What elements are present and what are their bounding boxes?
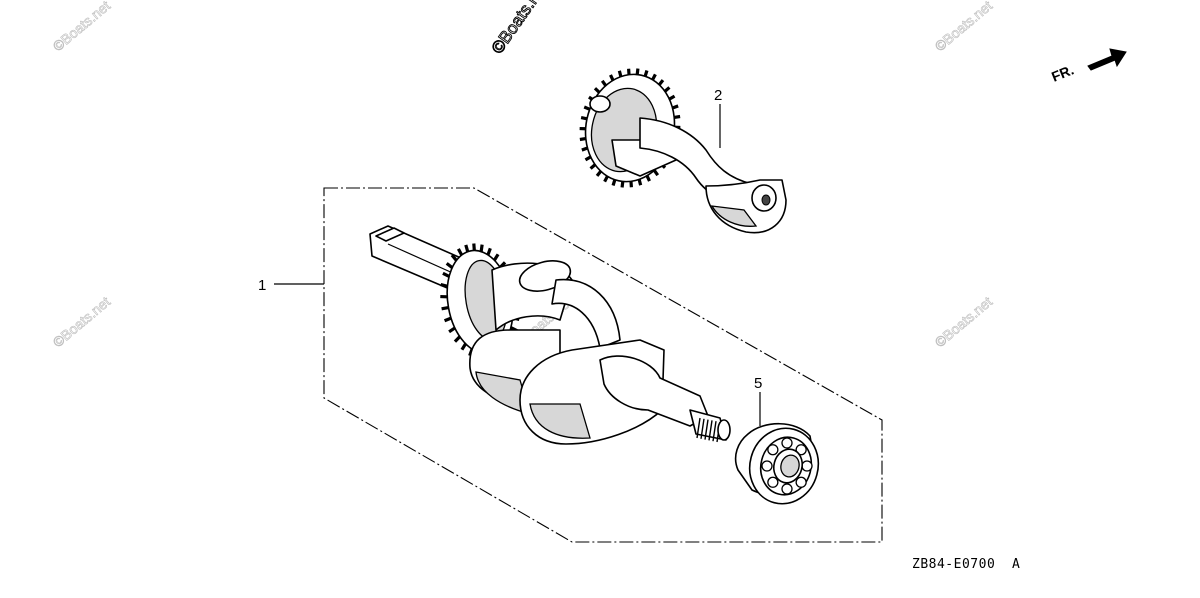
diagram-revision: A (1012, 557, 1020, 572)
gear-tooth (442, 271, 450, 278)
watermark-top-right: ©Boats.net (932, 0, 996, 54)
watermark-mid-left: ©Boats.net (50, 293, 114, 350)
gear-tooth (611, 179, 617, 186)
gear-tooth (620, 181, 625, 188)
gear-tooth (479, 244, 484, 252)
bearing-balls (761, 437, 813, 495)
gear-tooth (600, 79, 608, 87)
gear-tooth (464, 244, 470, 253)
bearing-ball (795, 444, 807, 456)
gear-tooth (448, 326, 456, 334)
gear-tooth (668, 94, 676, 101)
callout-number-1: 1 (258, 277, 266, 294)
gear-tooth (486, 247, 492, 256)
gear-tooth (671, 104, 679, 110)
gear-tooth (581, 146, 589, 152)
bearing-ball (781, 483, 793, 495)
gear-tooth (663, 86, 671, 93)
gear-tooth (443, 316, 452, 323)
gear-tooth (593, 87, 601, 94)
gear-tooth (456, 248, 464, 256)
watermark-mid-right: ©Boats.net (932, 293, 996, 350)
callout-5: 5 (754, 375, 762, 426)
gear-tooth (579, 136, 587, 142)
bearing-ball (795, 476, 807, 488)
gear-tooth (445, 262, 454, 269)
diagram-reference: ZB84-E0700 A (912, 557, 1020, 572)
gear-tooth (450, 254, 458, 262)
direction-arrow-icon (1087, 48, 1127, 71)
thread-line (704, 419, 709, 440)
gear-tooth (493, 253, 500, 262)
gear-tooth (441, 305, 449, 311)
thread-line (712, 421, 717, 442)
ball-bearing-part (734, 423, 820, 505)
gear-tooth (645, 174, 651, 182)
direction-label: FR. (1049, 61, 1076, 84)
assembly-outline (323, 187, 883, 543)
balancer-shaft-part (579, 68, 787, 234)
gear-tooth (635, 68, 640, 75)
watermark-top: ©Boats.net (488, 0, 552, 57)
bearing-ball (767, 476, 779, 488)
bearing-ball (801, 460, 813, 472)
gear-tooth (595, 170, 603, 177)
gear-tooth (440, 283, 448, 288)
callout-number-5: 5 (754, 375, 762, 392)
bearing-ball (767, 444, 779, 456)
gear-tooth (584, 155, 592, 162)
gear-tooth (603, 175, 609, 183)
bearing-ball (781, 437, 793, 449)
gear-tooth (609, 74, 615, 82)
callout-number-2: 2 (714, 87, 722, 104)
gear-tooth (637, 178, 643, 186)
callout-1: 1 (258, 277, 324, 294)
diagram-code: ZB84-E0700 (912, 557, 995, 572)
gear-tooth (460, 342, 467, 351)
thread-line (700, 418, 705, 439)
bearing-ball (761, 460, 773, 472)
watermark-top-left: ©Boats.net (50, 0, 114, 54)
gear-tooth (583, 105, 591, 111)
gear-tooth (643, 70, 649, 77)
gear-tooth (651, 73, 657, 81)
gear-tooth (652, 169, 660, 177)
gear-tooth (657, 79, 665, 86)
front-direction-indicator: FR. (1049, 48, 1127, 85)
gear-tooth (580, 116, 588, 121)
thread-line (696, 417, 701, 439)
thread-line (708, 420, 713, 441)
gear-tooth (453, 335, 461, 343)
gear-tooth (589, 163, 597, 170)
crankshaft-part (369, 225, 731, 445)
gear-tooth (617, 70, 623, 78)
callout-2: 2 (714, 87, 722, 148)
gear-tooth (673, 114, 681, 120)
